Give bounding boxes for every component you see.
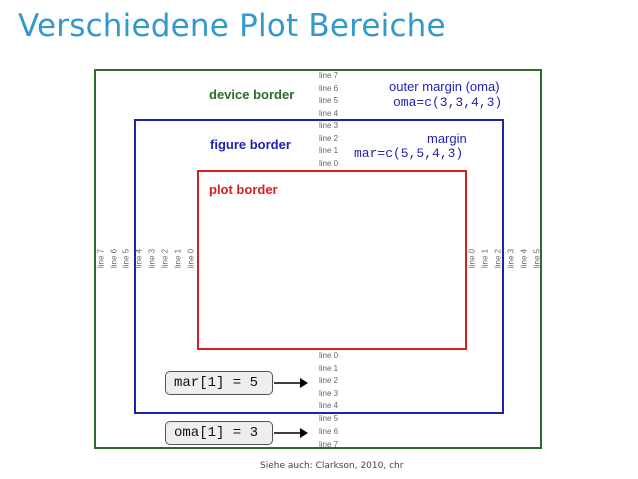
left-line-label: line 2: [160, 248, 170, 269]
right-line-label: line 4: [519, 248, 529, 269]
oma-callout-box: oma[1] = 3: [165, 421, 273, 445]
top-line-label: line 4: [319, 108, 339, 118]
left-line-label: line 7: [96, 248, 106, 269]
right-line-label: line 3: [506, 248, 516, 269]
bottom-line-label: line 4: [319, 401, 339, 410]
top-line-label: line 6: [319, 83, 339, 93]
oma-title: outer margin (oma): [389, 79, 500, 94]
bottom-line-label: line 0: [319, 351, 339, 360]
plot-border-label: plot border: [209, 182, 278, 197]
top-line-label: line 3: [319, 121, 339, 130]
margin-title: margin: [427, 131, 467, 146]
right-line-label: line 5: [532, 248, 542, 269]
mar-callout-box: mar[1] = 5: [165, 371, 273, 395]
credit-text: Siehe auch: Clarkson, 2010, chr: [260, 461, 404, 471]
left-line-label: line 4: [134, 248, 144, 269]
top-line-label: line 5: [319, 96, 339, 105]
top-line-label: line 1: [319, 146, 339, 155]
top-line-label: line 0: [319, 158, 339, 168]
right-line-label: line 2: [493, 248, 503, 269]
left-line-label: line 1: [173, 248, 183, 269]
left-line-label: line 5: [121, 248, 131, 269]
right-line-label: line 1: [480, 248, 490, 269]
figure-border-label: figure border: [210, 137, 291, 152]
left-line-label: line 6: [109, 248, 119, 269]
slide-title: Verschiedene Plot Bereiche: [18, 8, 446, 44]
mar-arrow-icon: [274, 378, 308, 388]
oma-code: oma=c(3,3,4,3): [393, 95, 503, 110]
bottom-line-label: line 1: [319, 363, 339, 373]
device-border-label: device border: [209, 87, 295, 102]
oma-arrow-icon: [274, 428, 308, 438]
left-line-label: line 3: [147, 248, 157, 269]
bottom-line-label: line 5: [319, 414, 339, 423]
margin-code: mar=c(5,5,4,3): [354, 146, 464, 161]
bottom-line-label: line 7: [319, 440, 339, 449]
plot-border-box: [197, 170, 467, 350]
bottom-line-label: line 3: [319, 388, 339, 398]
figure-border-box: [134, 119, 504, 414]
right-line-label: line 0: [467, 248, 477, 269]
bottom-line-label: line 2: [319, 376, 339, 385]
left-line-label: line 0: [186, 248, 196, 269]
top-line-label: line 2: [319, 133, 339, 143]
bottom-line-label: line 6: [319, 427, 339, 436]
top-line-label: line 7: [319, 71, 339, 80]
device-border-box: [94, 69, 542, 449]
